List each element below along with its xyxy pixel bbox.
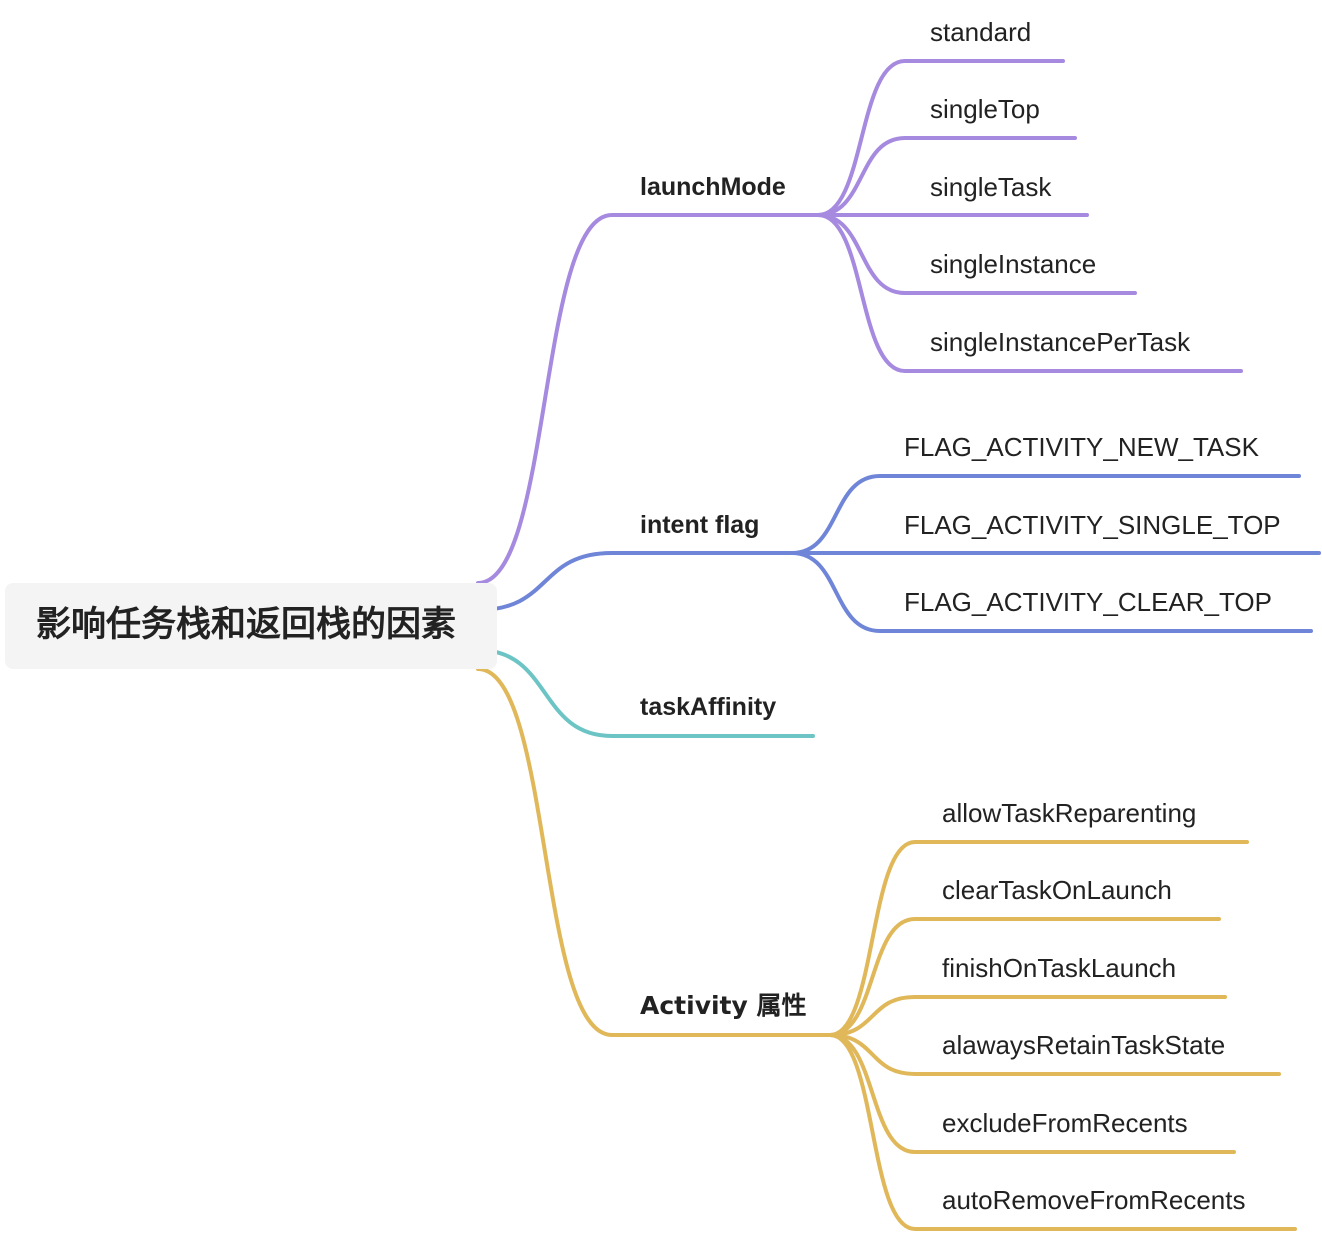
leaf-singleinstancepertask[interactable]: singleInstancePerTask bbox=[930, 327, 1191, 357]
leaf-autoremovefromrecents[interactable]: autoRemoveFromRecents bbox=[942, 1185, 1246, 1215]
root-label: 影响任务栈和返回栈的因素 bbox=[36, 605, 457, 645]
branch-connector bbox=[476, 551, 794, 612]
leaf-flag-single-top[interactable]: FLAG_ACTIVITY_SINGLE_TOP bbox=[904, 510, 1281, 540]
leaf-standard[interactable]: standard bbox=[930, 17, 1032, 47]
branch-intent-flag[interactable]: intent flag bbox=[640, 511, 760, 539]
leaf-connector bbox=[828, 840, 1249, 1037]
leaf-connector bbox=[828, 995, 1227, 1037]
leaf-allowtaskreparenting[interactable]: allowTaskReparenting bbox=[942, 798, 1197, 828]
branch-activity-attributes[interactable]: Activity 属性 bbox=[640, 991, 807, 1020]
leaf-connector bbox=[816, 213, 1137, 295]
leaf-singleinstance[interactable]: singleInstance bbox=[930, 249, 1097, 279]
leaf-finishontasklaunch[interactable]: finishOnTaskLaunch bbox=[942, 953, 1177, 983]
branch-connector bbox=[476, 213, 820, 585]
leaf-flag-clear-top[interactable]: FLAG_ACTIVITY_CLEAR_TOP bbox=[904, 587, 1272, 617]
leaf-connector bbox=[828, 1033, 1297, 1231]
leaf-connector bbox=[816, 136, 1077, 217]
leaf-alawaysretaintaskstate[interactable]: alawaysRetainTaskState bbox=[942, 1030, 1226, 1060]
leaf-singletop[interactable]: singleTop bbox=[930, 94, 1040, 124]
root-node[interactable] bbox=[5, 583, 497, 669]
leaf-connector bbox=[816, 59, 1065, 217]
leaf-singletask[interactable]: singleTask bbox=[930, 172, 1052, 202]
leaf-connector bbox=[828, 1033, 1236, 1154]
leaf-flag-new-task[interactable]: FLAG_ACTIVITY_NEW_TASK bbox=[904, 432, 1259, 462]
leaf-connector bbox=[828, 917, 1221, 1037]
leaf-cleartaskonlaunch[interactable]: clearTaskOnLaunch bbox=[942, 875, 1172, 905]
leaf-connector bbox=[828, 1033, 1281, 1076]
leaf-excludefromrecents[interactable]: excludeFromRecents bbox=[942, 1108, 1188, 1138]
branch-connector bbox=[476, 648, 815, 738]
leaf-connector bbox=[816, 213, 1243, 373]
leaf-connector bbox=[790, 474, 1301, 555]
branch-launchmode[interactable]: launchMode bbox=[640, 173, 786, 201]
branch-taskaffinity[interactable]: taskAffinity bbox=[640, 693, 777, 721]
branch-connector bbox=[476, 667, 832, 1037]
leaf-connector bbox=[790, 551, 1313, 633]
